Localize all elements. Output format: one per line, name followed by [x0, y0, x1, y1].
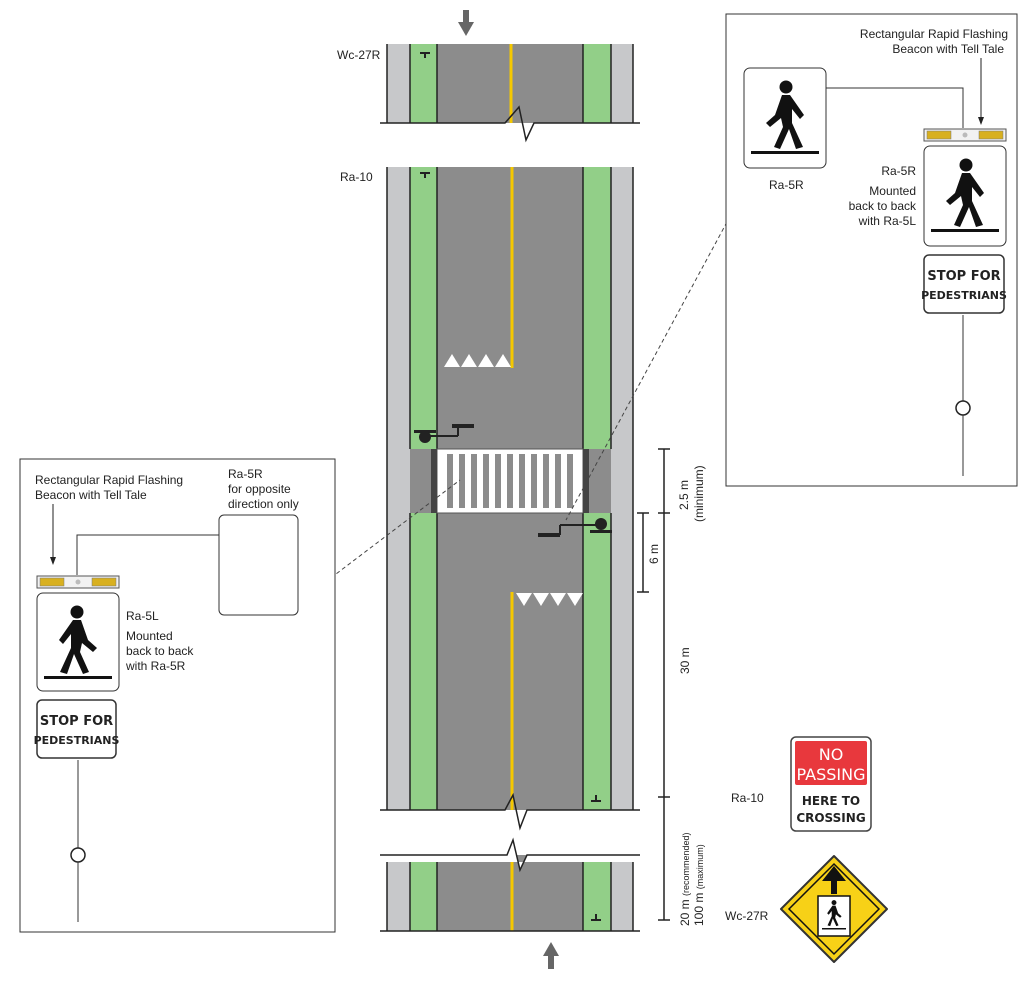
right-mount-1: Mounted — [869, 184, 916, 198]
dim-recommended: (recommended) — [681, 832, 691, 896]
up-arrow-icon — [543, 942, 559, 969]
yield-line-bottom — [516, 593, 583, 606]
stop-for-pedestrians-plaque-left — [36, 699, 117, 759]
ra10-legend-label: Ra-10 — [731, 791, 764, 805]
ra10-line4: CROSSING — [796, 811, 865, 825]
yield-line-top — [444, 354, 511, 367]
road-bottom-segment — [380, 855, 640, 932]
right-beacon — [923, 128, 1007, 142]
ra10-sign: NO PASSING HERE TO CROSSING — [790, 736, 872, 832]
ra5r-back-label: Ra-5R — [881, 164, 916, 178]
right-plaque-line1: STOP FOR — [927, 269, 1000, 284]
ahead-arrow-icon — [822, 866, 846, 894]
dimension-lines — [637, 448, 670, 921]
break-gap-bottom — [380, 810, 640, 855]
left-callout: Rectangular Rapid Flashing Beacon with T… — [19, 458, 336, 933]
sign-assembly-left — [414, 424, 474, 443]
wc27r-sign — [780, 855, 888, 963]
opp-sign-label-2: for opposite — [228, 482, 291, 496]
sign-assembly-right — [538, 518, 612, 537]
left-mount-3: with Ra-5R — [125, 659, 186, 673]
ra10-line1: NO — [819, 745, 844, 764]
dimension-labels: 2.5 m (minimum) 6 m 30 m 20 m (recommend… — [647, 465, 706, 926]
ra5r-front-label: Ra-5R — [769, 178, 804, 192]
road-top-segment — [386, 44, 634, 124]
dim-minimum: (minimum) — [692, 465, 706, 522]
dim-2-5m: 2.5 m — [677, 480, 691, 510]
left-mount-2: back to back — [126, 644, 194, 658]
right-post-base — [955, 400, 971, 416]
down-arrow-icon — [458, 10, 474, 36]
right-mount-2: back to back — [849, 199, 917, 213]
ra10-road-label: Ra-10 — [340, 170, 373, 184]
left-beacon-label-1: Rectangular Rapid Flashing — [35, 473, 183, 487]
right-beacon-label-2: Beacon with Tell Tale — [892, 42, 1004, 56]
left-post-base — [70, 847, 86, 863]
opp-sign-label-1: Ra-5R — [228, 467, 263, 481]
right-plaque-line2: PEDESTRIANS — [921, 289, 1007, 302]
svg-text:100 m (maximum): 100 m (maximum) — [692, 844, 706, 926]
left-beacon — [36, 575, 120, 589]
stop-for-pedestrians-plaque-right — [923, 254, 1005, 314]
dim-maximum: (maximum) — [695, 844, 705, 889]
opp-sign-label-3: direction only — [228, 497, 299, 511]
wc27r-legend-label: Wc-27R — [725, 909, 769, 923]
svg-text:20 m (recommended): 20 m (recommended) — [678, 832, 692, 926]
left-beacon-label-2: Beacon with Tell Tale — [35, 488, 147, 502]
left-plaque-line2: PEDESTRIANS — [34, 734, 120, 747]
dim-6m: 6 m — [647, 544, 661, 564]
right-callout: Rectangular Rapid Flashing Beacon with T… — [725, 13, 1018, 487]
ra10-line2: PASSING — [797, 765, 866, 784]
leader-line-left — [302, 479, 461, 600]
wc27r-road-label: Wc-27R — [337, 48, 381, 62]
leader-line-right — [565, 221, 728, 521]
ra10-line3: HERE TO — [802, 794, 860, 808]
break-gap-top — [380, 123, 640, 166]
dim-20m: 20 m — [678, 899, 692, 926]
right-mount-3: with Ra-5L — [858, 214, 917, 228]
left-plaque-line1: STOP FOR — [40, 714, 113, 729]
ra5l-label: Ra-5L — [126, 609, 159, 623]
svg-text:2.5 m: 2.5 m — [677, 480, 691, 510]
svg-text:(minimum): (minimum) — [692, 465, 706, 522]
dim-30m: 30 m — [678, 647, 692, 674]
crosswalk — [431, 448, 589, 514]
right-beacon-label-1: Rectangular Rapid Flashing — [860, 27, 1008, 41]
left-mount-1: Mounted — [126, 629, 173, 643]
dim-100m: 100 m — [692, 893, 706, 926]
